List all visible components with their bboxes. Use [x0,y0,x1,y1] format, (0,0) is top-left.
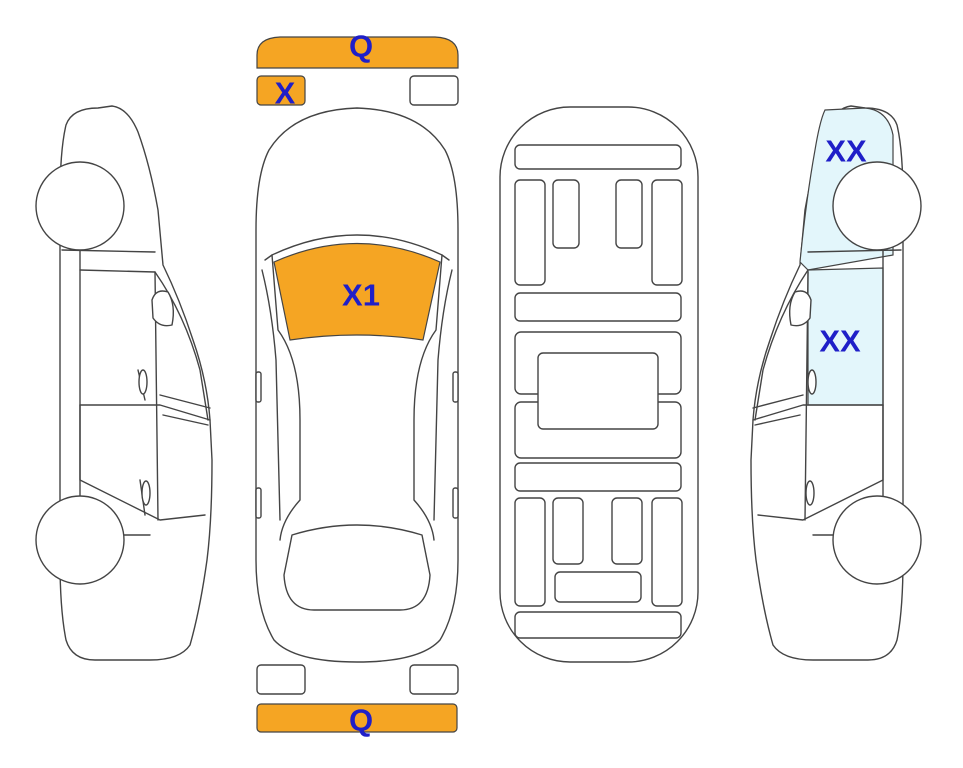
front-right-headlight[interactable] [409,75,459,106]
left-side-view [35,105,213,661]
left-side-mirror[interactable] [151,290,175,327]
right-rear-door-damage-label: XX [819,324,861,359]
rear-bumper-damage-label: Q [349,703,373,738]
damage-labels: Q X X1 Q XX XX [275,29,867,738]
rear-right-taillight[interactable] [409,664,459,695]
right-front-wheel[interactable] [832,495,922,585]
left-rear-wheel[interactable] [35,495,125,585]
windshield[interactable] [273,242,441,341]
underbody-view [499,106,699,663]
front-bumper-damage-label: Q [349,29,373,64]
left-door-handle-rear[interactable] [141,480,151,506]
front-left-headlight-damage-label: X [275,76,296,111]
right-rear-quarter-damage-label: XX [825,134,867,169]
rear-bumper[interactable] [256,703,458,733]
front-bumper[interactable] [256,36,459,69]
right-side-mirror[interactable] [788,290,812,327]
front-left-headlight[interactable] [256,75,306,106]
top-view-body[interactable] [255,107,459,663]
right-door-handle-front[interactable] [805,480,815,506]
right-door-handle-rear[interactable] [807,369,817,395]
top-view [255,36,459,733]
right-rear-wheel[interactable] [832,161,922,251]
windshield-damage-label: X1 [342,278,380,313]
right-side-view [750,105,922,661]
left-door-handle-front[interactable] [138,369,148,395]
rear-left-taillight[interactable] [256,664,306,695]
underbody-center-panel[interactable] [537,352,659,430]
left-front-wheel[interactable] [35,161,125,251]
